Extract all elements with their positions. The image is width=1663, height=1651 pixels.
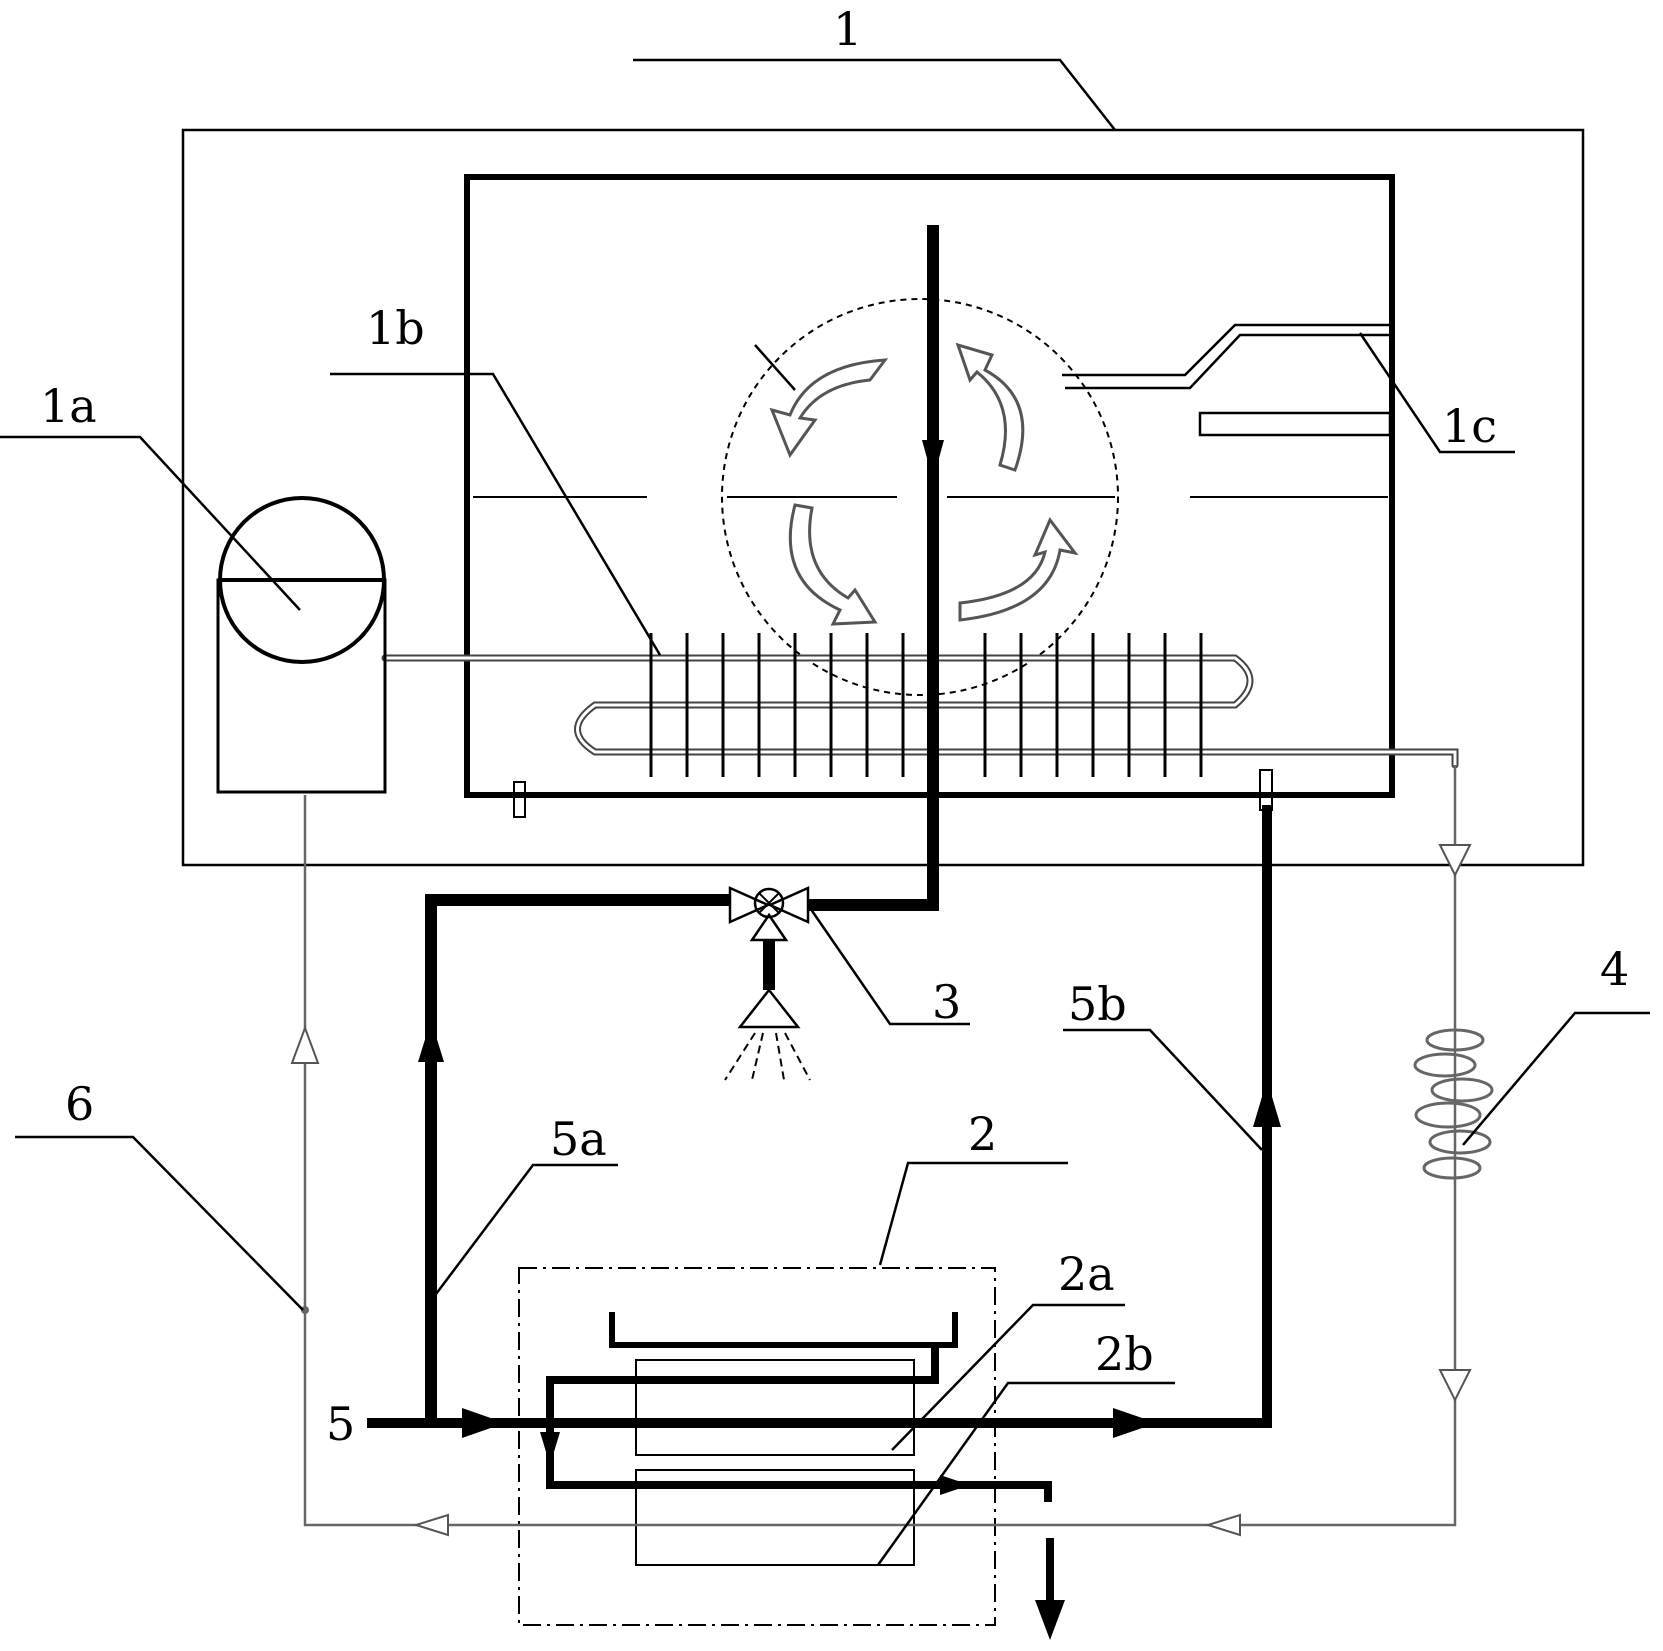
label-2a: 2a (1058, 1247, 1115, 1301)
exchanger-plates (635, 1359, 915, 1566)
duct-down-arrowhead (922, 440, 944, 480)
exchanger-tray (609, 1312, 958, 1348)
label-2b: 2b (1095, 1327, 1154, 1381)
circulation-arrow-top-right (955, 342, 1025, 472)
label-2: 2 (968, 1107, 997, 1161)
component-1c (1062, 323, 1392, 437)
label-1: 1 (833, 2, 862, 56)
drain-outlet-arrowhead (1035, 1600, 1065, 1640)
circulation-arrow-top-left (769, 358, 889, 459)
label-5a: 5a (550, 1112, 607, 1166)
compressor (216, 496, 387, 794)
duct-5-main (367, 805, 1272, 1428)
fan-circle (721, 298, 1119, 696)
label-3: 3 (932, 975, 961, 1029)
label-1b: 1b (366, 301, 425, 355)
duct-5-arrowhead-left (462, 1408, 505, 1438)
circulation-arrow-bottom-left (788, 503, 878, 626)
condenser-fins (649, 633, 1203, 777)
circulation-arrows (769, 342, 1079, 626)
label-5: 5 (326, 1397, 355, 1451)
outer-unit-box (181, 128, 1585, 867)
label-1c: 1c (1442, 399, 1497, 453)
label-6: 6 (65, 1077, 94, 1131)
fan-pointer-line (754, 344, 796, 391)
refrigerant-loop (303, 765, 1457, 1527)
duct-5a (425, 894, 730, 1425)
water-right-arrowhead (940, 1475, 970, 1495)
duct-5b-arrowhead (1253, 1080, 1281, 1127)
label-4: 4 (1600, 942, 1629, 996)
spray-lines (724, 1032, 811, 1081)
circulation-arrow-bottom-right (958, 517, 1079, 622)
water-down-arrowhead (540, 1432, 560, 1465)
drain-block (513, 781, 526, 818)
duct-5-arrowhead-right (1113, 1408, 1157, 1438)
duct-to-valve (808, 899, 939, 911)
return-fitting (1259, 769, 1273, 811)
three-way-valve (728, 886, 810, 1029)
leader-lines (0, 58, 1650, 1566)
duct-5a-arrowhead (418, 1020, 444, 1062)
expansion-coil (1413, 1028, 1494, 1180)
label-5b: 5b (1068, 977, 1127, 1031)
refrigerant-arrows (290, 844, 1472, 1537)
line-6-marker (301, 1306, 309, 1314)
heat-exchanger-box (518, 1267, 996, 1626)
condenser-coil (381, 633, 1459, 777)
label-1a: 1a (40, 379, 97, 433)
